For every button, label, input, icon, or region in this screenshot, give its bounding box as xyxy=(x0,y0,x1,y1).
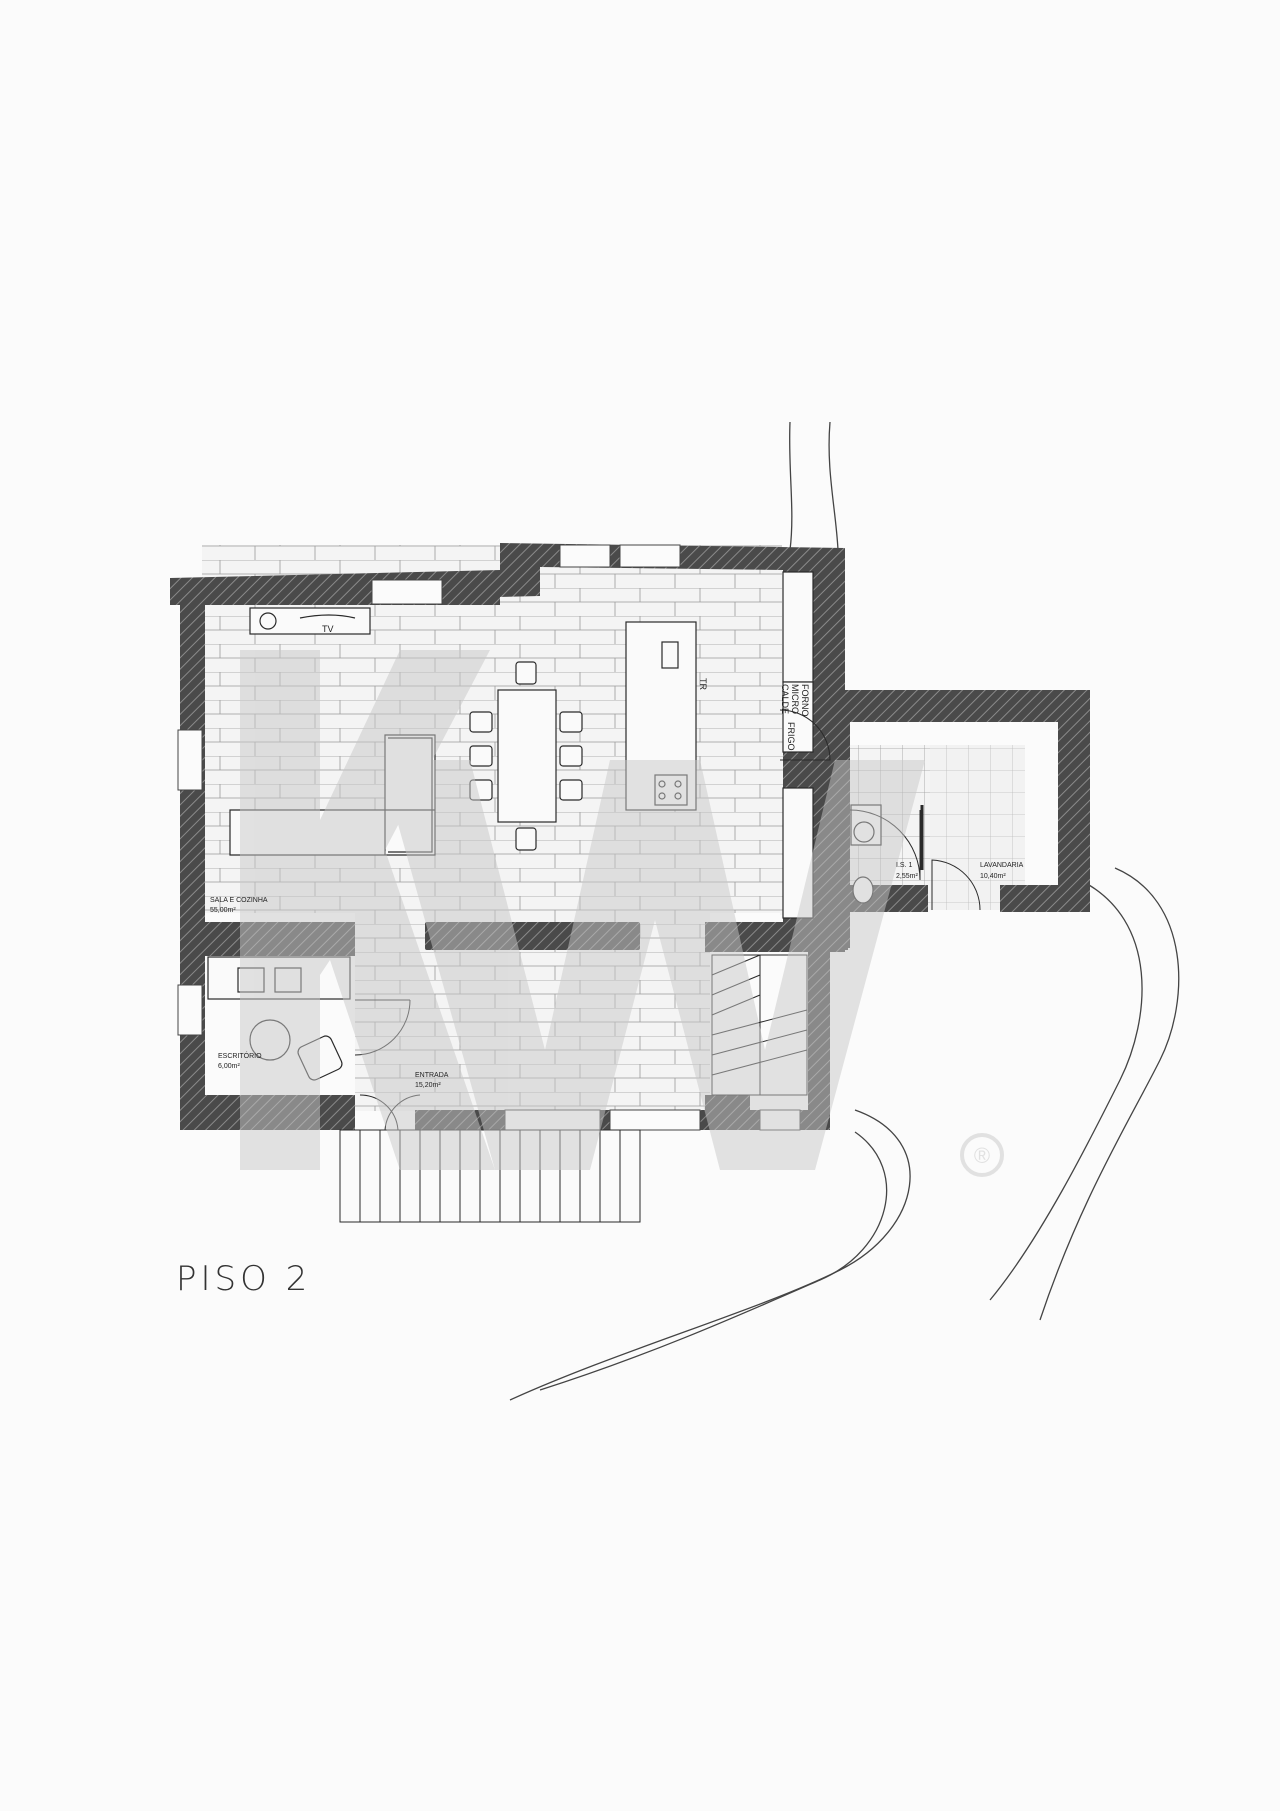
trash-label: TR xyxy=(698,678,708,690)
room-area-entrada: 15,20m² xyxy=(415,1082,441,1089)
room-area-sala-cozinha: 55,00m² xyxy=(210,907,236,914)
room-name-is: I.S. 1 xyxy=(896,862,912,869)
calde-label: CALDE xyxy=(780,684,790,714)
micro-label: MICRO xyxy=(790,684,800,714)
watermark-k xyxy=(240,650,495,1170)
svg-text:®: ® xyxy=(974,1143,990,1168)
floor-title: PISO 2 xyxy=(176,1259,311,1299)
frigo-label: FRIGO xyxy=(786,722,796,751)
dining-table xyxy=(497,689,557,823)
room-name-sala-cozinha: SALA E COZINHA xyxy=(210,897,268,904)
forno-label: FORNO xyxy=(800,684,810,717)
room-name-escritorio: ESCRITÓRIO xyxy=(218,1051,262,1060)
fan-icon xyxy=(259,612,277,630)
terrain-lines xyxy=(509,421,1180,1401)
tv-label: TV xyxy=(322,624,334,634)
room-area-escritorio: 6,00m² xyxy=(218,1063,240,1070)
room-area-lavandaria: 10,40m² xyxy=(980,873,1006,880)
room-name-entrada: ENTRADA xyxy=(415,1072,449,1079)
registered-mark xyxy=(960,1133,1004,1177)
room-name-lavandaria: LAVANDARIA xyxy=(980,862,1024,869)
room-labels: TV SALA E COZINHA 55,00m² ESCRITÓRIO 6,0… xyxy=(176,624,1024,1299)
kitchen-counter xyxy=(782,571,814,683)
watermark: ® xyxy=(240,650,1004,1177)
room-area-is: 2,55m² xyxy=(896,873,918,880)
watermark-w xyxy=(380,760,925,1170)
